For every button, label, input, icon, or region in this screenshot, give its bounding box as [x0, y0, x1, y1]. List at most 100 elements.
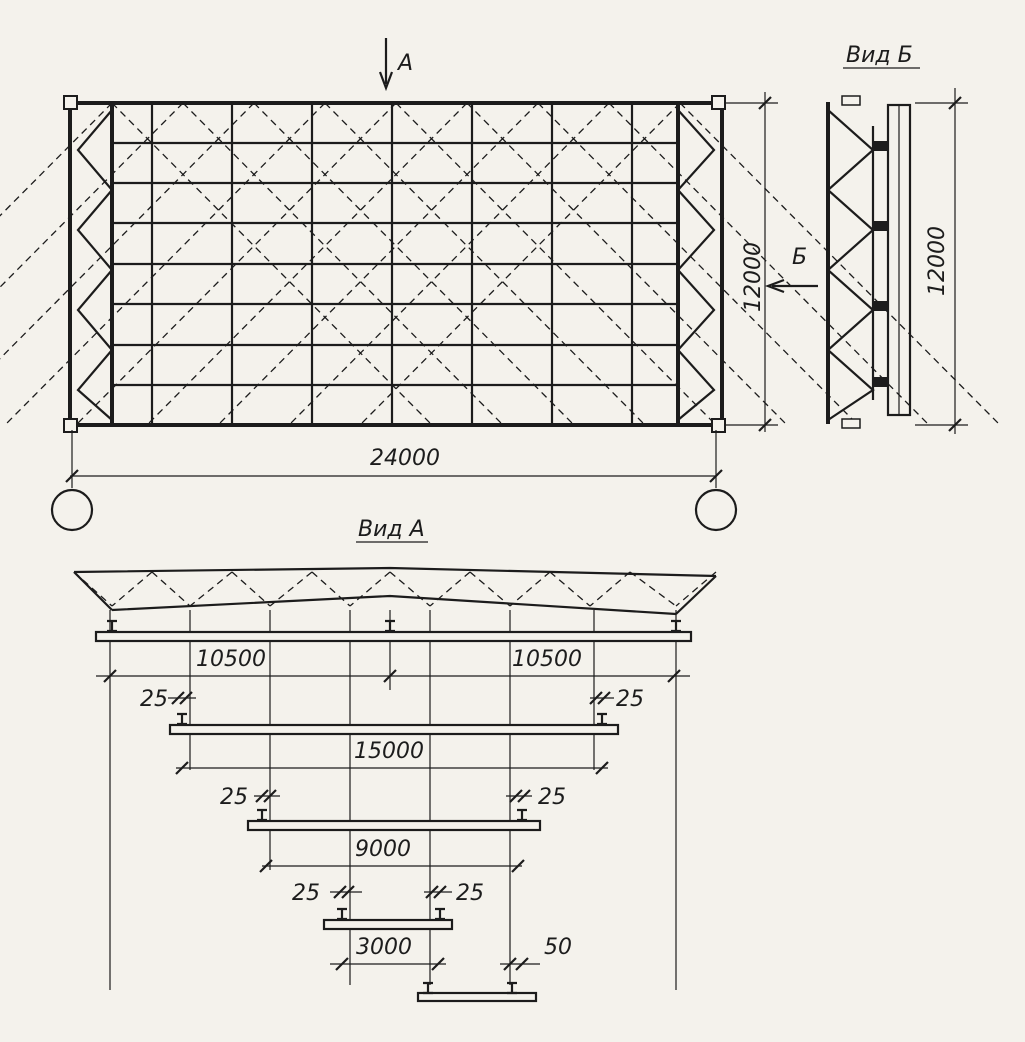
view-b-title: Вид Б [846, 43, 913, 68]
view-b-bracket [873, 377, 888, 387]
gap-25-r2-ticks [509, 789, 531, 803]
view-a-web-member [469, 571, 511, 607]
view-a-truss-right-end [675, 575, 717, 615]
arrow-a-label: A [396, 51, 413, 76]
dim-9000-ticks [259, 859, 525, 873]
dim-10500-right-label: 10500 [512, 647, 582, 672]
plan-diagonal-brace [324, 102, 646, 426]
view-b-brackets [873, 141, 888, 387]
view-b-truss-diagonal [826, 109, 875, 421]
panel-level-2 [168, 723, 620, 736]
plan-diagonal-brace [146, 102, 468, 426]
dim-24000-label: 24000 [370, 446, 440, 471]
dim-3000-label: 3000 [356, 935, 412, 960]
gap-25-l1-ticks [171, 691, 193, 705]
view-b-bracket [873, 221, 888, 231]
view-b-support-top [841, 95, 861, 106]
gap-50-label: 50 [544, 935, 572, 960]
gap-25-r3-ticks [425, 885, 447, 899]
plan-diagonal-brace [4, 102, 326, 426]
view-b-truss-web [826, 109, 875, 421]
dim-3000-ticks [335, 957, 445, 971]
arrow-a-head [378, 71, 394, 92]
view-a-web-member [269, 571, 313, 607]
plan-diagonal-brace [0, 102, 255, 360]
plan-frame [68, 101, 724, 427]
plan-diagonal-brace [0, 102, 184, 289]
view-a-web-member [151, 571, 191, 607]
support-corner-bl [63, 418, 78, 433]
gap-25-r1-label: 25 [616, 687, 644, 712]
plan-truss-web [76, 109, 114, 421]
view-a-web-member [509, 571, 551, 607]
dim-9000-label: 9000 [355, 837, 411, 862]
view-a-truss-top-chord [73, 566, 717, 578]
view-b-dim-tick-bottom [948, 418, 962, 432]
view-a-web-member [311, 571, 351, 607]
ibeam-support [435, 907, 445, 921]
arrow-b-label: Б [792, 245, 807, 270]
plan-diagonal-brace [679, 102, 1001, 426]
gap-25-r1-ticks [589, 691, 611, 705]
column-circle-left [50, 488, 94, 532]
view-a-web-member [429, 571, 471, 607]
view-a-truss-web [73, 571, 717, 607]
ibeam-support [671, 619, 681, 633]
gap-25-r2-label: 25 [538, 785, 566, 810]
plan-diagonal-brace [182, 102, 504, 426]
gap-50-ticks [503, 957, 529, 971]
view-a-title: Вид А [358, 517, 425, 542]
ibeam-support [423, 981, 433, 995]
plan-diagonal-brace [608, 102, 930, 426]
view-b-bracket [873, 141, 888, 151]
plan-diagonal-brace [253, 102, 575, 426]
ibeam-support [337, 907, 347, 921]
panel-level-3 [246, 819, 542, 832]
view-a-extension-lines [109, 610, 677, 990]
gap-25-l3-ticks [333, 885, 355, 899]
dim-15000-label: 15000 [354, 739, 424, 764]
plan-diagonal-brace [288, 102, 610, 426]
support-corner-tl [63, 95, 78, 110]
support-corner-tr [711, 95, 726, 110]
dim-24000-tick-left [65, 469, 79, 483]
plan-purlin-grid [112, 103, 678, 425]
dim-12000-tick-bottom [758, 418, 772, 432]
dim-15000-ticks [175, 761, 609, 775]
view-b-dim-tick-top [948, 96, 962, 110]
view-a-web-member [349, 571, 391, 607]
dim-10500-left-label: 10500 [196, 647, 266, 672]
gap-25-l2-label: 25 [220, 785, 248, 810]
plan-view: A 24000 12000 Б [0, 38, 1001, 532]
gap-25-l2-ticks [255, 789, 277, 803]
view-a-ibeam-supports [107, 619, 681, 995]
ibeam-support [177, 712, 187, 726]
dim-24000-tick-right [709, 469, 723, 483]
plan-diagonal-brace [466, 102, 788, 426]
plan-truss-web [676, 109, 716, 421]
dim-12000-label: 12000 [741, 242, 766, 312]
view-a-web-member [549, 571, 591, 607]
view-b-dim-label: 12000 [925, 226, 950, 296]
view-a-web-member [589, 571, 631, 607]
ibeam-support [257, 808, 267, 822]
plan-end-trusses [76, 103, 716, 425]
plan-diagonal-brace [537, 102, 859, 426]
ibeam-support [597, 712, 607, 726]
plan-diagonal-brace [395, 102, 717, 426]
dim-12000-tick-top [758, 96, 772, 110]
dim-10500-tick-left [103, 669, 117, 683]
column-circle-right [694, 488, 738, 532]
panel-level-5 [416, 991, 538, 1003]
view-a-truss-left-end [73, 571, 113, 611]
gap-25-l1-label: 25 [140, 687, 168, 712]
plan-diagonal-brace [0, 102, 113, 217]
dim-10500-tick-mid [383, 669, 397, 683]
view-a-web-member [111, 571, 153, 607]
view-a-web-member [675, 571, 717, 607]
view-a-web-member [231, 571, 271, 607]
dim-10500-tick-right [667, 669, 681, 683]
view-b-bracket [873, 301, 888, 311]
gap-25-l3-label: 25 [292, 881, 320, 906]
